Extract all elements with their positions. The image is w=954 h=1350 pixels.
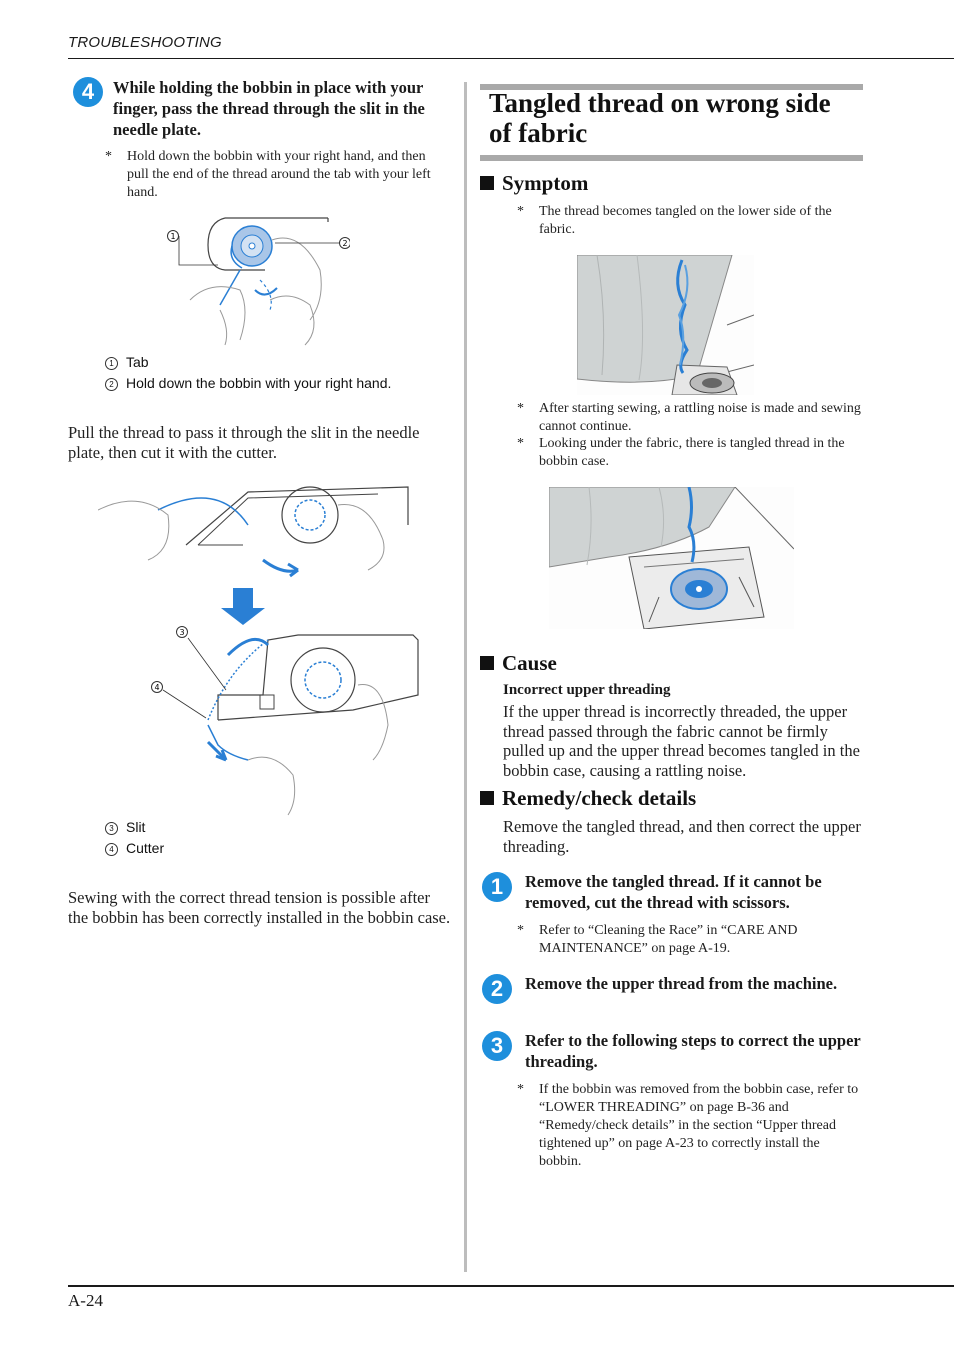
svg-text:4: 4 (154, 683, 159, 692)
symptom-note-1: * The thread becomes tangled on the lower… (517, 203, 864, 239)
cause-heading-text: Cause (502, 651, 557, 675)
callout-slit: 3 Slit (105, 819, 145, 835)
symptom-note-2-text: After starting sewing, a rattling noise … (539, 401, 861, 434)
cause-subheading: Incorrect upper threading (503, 682, 671, 698)
note-bullet: * (517, 401, 524, 416)
heading-square-icon (480, 656, 494, 670)
step-4-note-text: Hold down the bobbin with your right han… (127, 149, 431, 200)
callout-tab: 1 Tab (105, 354, 149, 370)
note-bullet: * (517, 436, 524, 451)
symptom-note-3: * Looking under the fabric, there is tang… (517, 435, 864, 471)
callout-number: 1 (105, 357, 118, 370)
callout-label: Tab (126, 354, 149, 370)
callout-number: 3 (105, 822, 118, 835)
paragraph-pull-thread: Pull the thread to pass it through the s… (68, 423, 420, 462)
column-divider (464, 82, 467, 1272)
symptom-note-2: * After starting sewing, a rattling noise… (517, 400, 864, 436)
callout-number: 4 (105, 843, 118, 856)
callout-label: Slit (126, 819, 146, 835)
remedy-step-3-note-text: If the bobbin was removed from the bobbi… (539, 1082, 859, 1169)
tangled-thread-photo-2 (549, 487, 794, 629)
note-bullet: * (105, 149, 112, 164)
callout-number: 2 (105, 378, 118, 391)
symptom-heading: Symptom (480, 171, 588, 196)
cause-text: If the upper thread is incorrectly threa… (503, 702, 860, 780)
remedy-step-2-text: Remove the upper thread from the machine… (525, 974, 838, 993)
remedy-step-1-note: * Refer to “Cleaning the Race” in “CARE A… (517, 922, 864, 958)
remedy-step-3-badge: 3 (482, 1031, 512, 1061)
note-bullet: * (517, 923, 524, 938)
remedy-intro: Remove the tangled thread, and then corr… (503, 817, 861, 856)
remedy-step-1-text: Remove the tangled thread. If it cannot … (525, 872, 822, 912)
remedy-step-3-text: Refer to the following steps to correct … (525, 1031, 861, 1071)
callout-cutter: 4 Cutter (105, 840, 164, 856)
svg-text:2: 2 (342, 239, 347, 248)
remedy-step-3-note: * If the bobbin was removed from the bobb… (517, 1081, 864, 1171)
header-section-label: TROUBLESHOOTING (68, 34, 222, 51)
callout-label: Cutter (126, 840, 165, 856)
remedy-step-1-badge: 1 (482, 872, 512, 902)
section-title-bottom-bar (480, 155, 863, 161)
svg-text:1: 1 (170, 232, 175, 241)
svg-text:3: 3 (179, 628, 184, 637)
section-title: Tangled thread on wrong side of fabric (489, 88, 831, 148)
footer-rule (68, 1285, 954, 1287)
callout-hold-bobbin: 2 Hold down the bobbin with your right ha… (105, 375, 391, 391)
tangled-thread-photo-1 (577, 255, 754, 395)
symptom-note-3-text: Looking under the fabric, there is tangl… (539, 436, 845, 469)
section-title-top-bar (480, 84, 863, 90)
page-number: A-24 (68, 1291, 103, 1310)
cause-heading: Cause (480, 651, 557, 676)
note-bullet: * (517, 1082, 524, 1097)
note-bullet: * (517, 204, 524, 219)
step-4-badge: 4 (73, 77, 103, 107)
remedy-heading: Remedy/check details (480, 786, 696, 811)
step-4-text: While holding the bobbin in place with y… (113, 78, 425, 139)
remedy-step-1-note-text: Refer to “Cleaning the Race” in “CARE AN… (539, 923, 798, 956)
header-rule (68, 58, 954, 59)
paragraph-thread-tension: Sewing with the correct thread tension i… (68, 888, 451, 927)
step-4-note: * Hold down the bobbin with your right ha… (105, 148, 447, 202)
heading-square-icon (480, 176, 494, 190)
remedy-step-2-badge: 2 (482, 974, 512, 1004)
slit-cutter-illustration: 3 4 (98, 486, 419, 816)
callout-label: Hold down the bobbin with your right han… (126, 375, 392, 391)
bobbin-hold-illustration: 1 2 (167, 217, 350, 346)
symptom-note-1-text: The thread becomes tangled on the lower … (539, 204, 832, 237)
remedy-heading-text: Remedy/check details (502, 786, 697, 810)
heading-square-icon (480, 791, 494, 805)
symptom-heading-text: Symptom (502, 171, 589, 195)
